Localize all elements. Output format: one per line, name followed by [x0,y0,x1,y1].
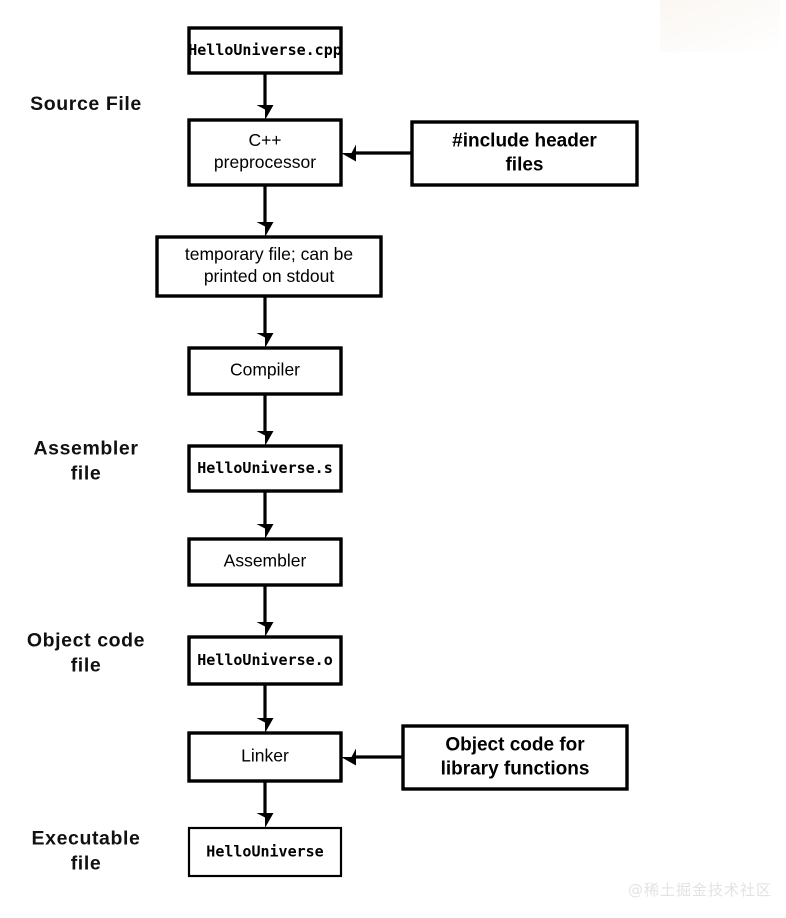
watermark: @稀土掘金技术社区 [627,881,772,899]
arrow-head-down [256,222,274,237]
node-object-code-library[interactable]: Object code for library functions [401,724,629,791]
arrow-head-down [256,813,274,828]
node-hello-universe-o[interactable]: HelloUniverse.o [187,635,343,686]
connector-obj-file-to-linker [256,684,274,733]
node-label-object-code-library: Object code for [445,735,585,756]
arrow-head-down [256,105,274,120]
stage-label-assembler-file: Assembler file [33,438,138,485]
node-label-temporary-file: temporary file; can be [185,244,353,264]
node-include-header-files[interactable]: #include header files [410,120,639,187]
node-box-assembler [187,537,343,587]
node-compiler[interactable]: Compiler [187,346,343,396]
arrow-head-down [256,333,274,348]
node-hello-universe[interactable]: HelloUniverse [187,826,343,878]
node-box-hello-universe-s [187,444,343,493]
stage-label-text-object-code-file: Object code [27,630,145,652]
node-box-object-code-library [401,724,629,791]
stage-label-text-assembler-file: file [71,463,102,485]
node-hello-universe-s[interactable]: HelloUniverse.s [187,444,343,493]
node-label-hello-universe-cpp: HelloUniverse.cpp [188,41,342,59]
node-box-linker [187,731,343,783]
stage-label-text-executable-file: Executable [32,828,141,850]
arrow-head-left [341,144,356,162]
connector-linker-to-executable [256,781,274,828]
connector-cpp-to-preprocessor [256,73,274,120]
node-cpp-preprocessor[interactable]: C++preprocessor [187,118,343,187]
node-label-temporary-file: printed on stdout [204,266,335,286]
stage-label-text-source-file: Source File [30,93,142,115]
arrow-head-down [256,718,274,733]
node-label-linker: Linker [241,746,289,766]
connector-temp-to-compiler [256,296,274,348]
node-label-cpp-preprocessor: preprocessor [214,152,316,172]
node-box-temporary-file [155,235,383,298]
stage-label-text-object-code-file: file [71,655,102,677]
node-label-include-header-files: #include header [452,131,597,152]
stage-label-executable-file: Executable file [32,828,141,875]
node-label-assembler: Assembler [224,551,307,571]
node-box-compiler [187,346,343,396]
node-box-hello-universe-cpp [187,26,343,75]
connector-preprocessor-to-temp [256,185,274,237]
node-label-compiler: Compiler [230,360,300,380]
node-linker[interactable]: Linker [187,731,343,783]
connector-assembler-to-obj-file [256,585,274,637]
connector-compiler-to-asm-file [256,394,274,446]
connector-library-to-linker [341,748,403,766]
node-hello-universe-cpp[interactable]: HelloUniverse.cpp [187,26,343,75]
arrow-head-left [341,748,356,766]
node-label-cpp-preprocessor: C++ [248,130,281,150]
node-box-hello-universe-o [187,635,343,686]
stage-label-text-assembler-file: Assembler [33,438,138,460]
node-label-include-header-files: files [505,155,543,176]
node-box-cpp-preprocessor [187,118,343,187]
stage-label-text-executable-file: file [71,853,102,875]
node-label-hello-universe: HelloUniverse [206,843,323,861]
connections-layer [256,73,412,828]
connector-asm-file-to-assembler [256,491,274,539]
stage-label-object-code-file: Object code file [27,630,145,677]
connector-headers-to-preprocessor [341,144,412,162]
node-label-hello-universe-s: HelloUniverse.s [197,459,332,477]
arrow-head-down [256,524,274,539]
node-label-object-code-library: library functions [441,759,590,780]
node-box-include-header-files [410,120,639,187]
stage-label-source-file: Source File [30,93,142,115]
arrow-head-down [256,622,274,637]
arrow-head-down [256,431,274,446]
node-box-hello-universe [187,826,343,878]
node-assembler[interactable]: Assembler [187,537,343,587]
node-label-hello-universe-o: HelloUniverse.o [197,651,332,669]
